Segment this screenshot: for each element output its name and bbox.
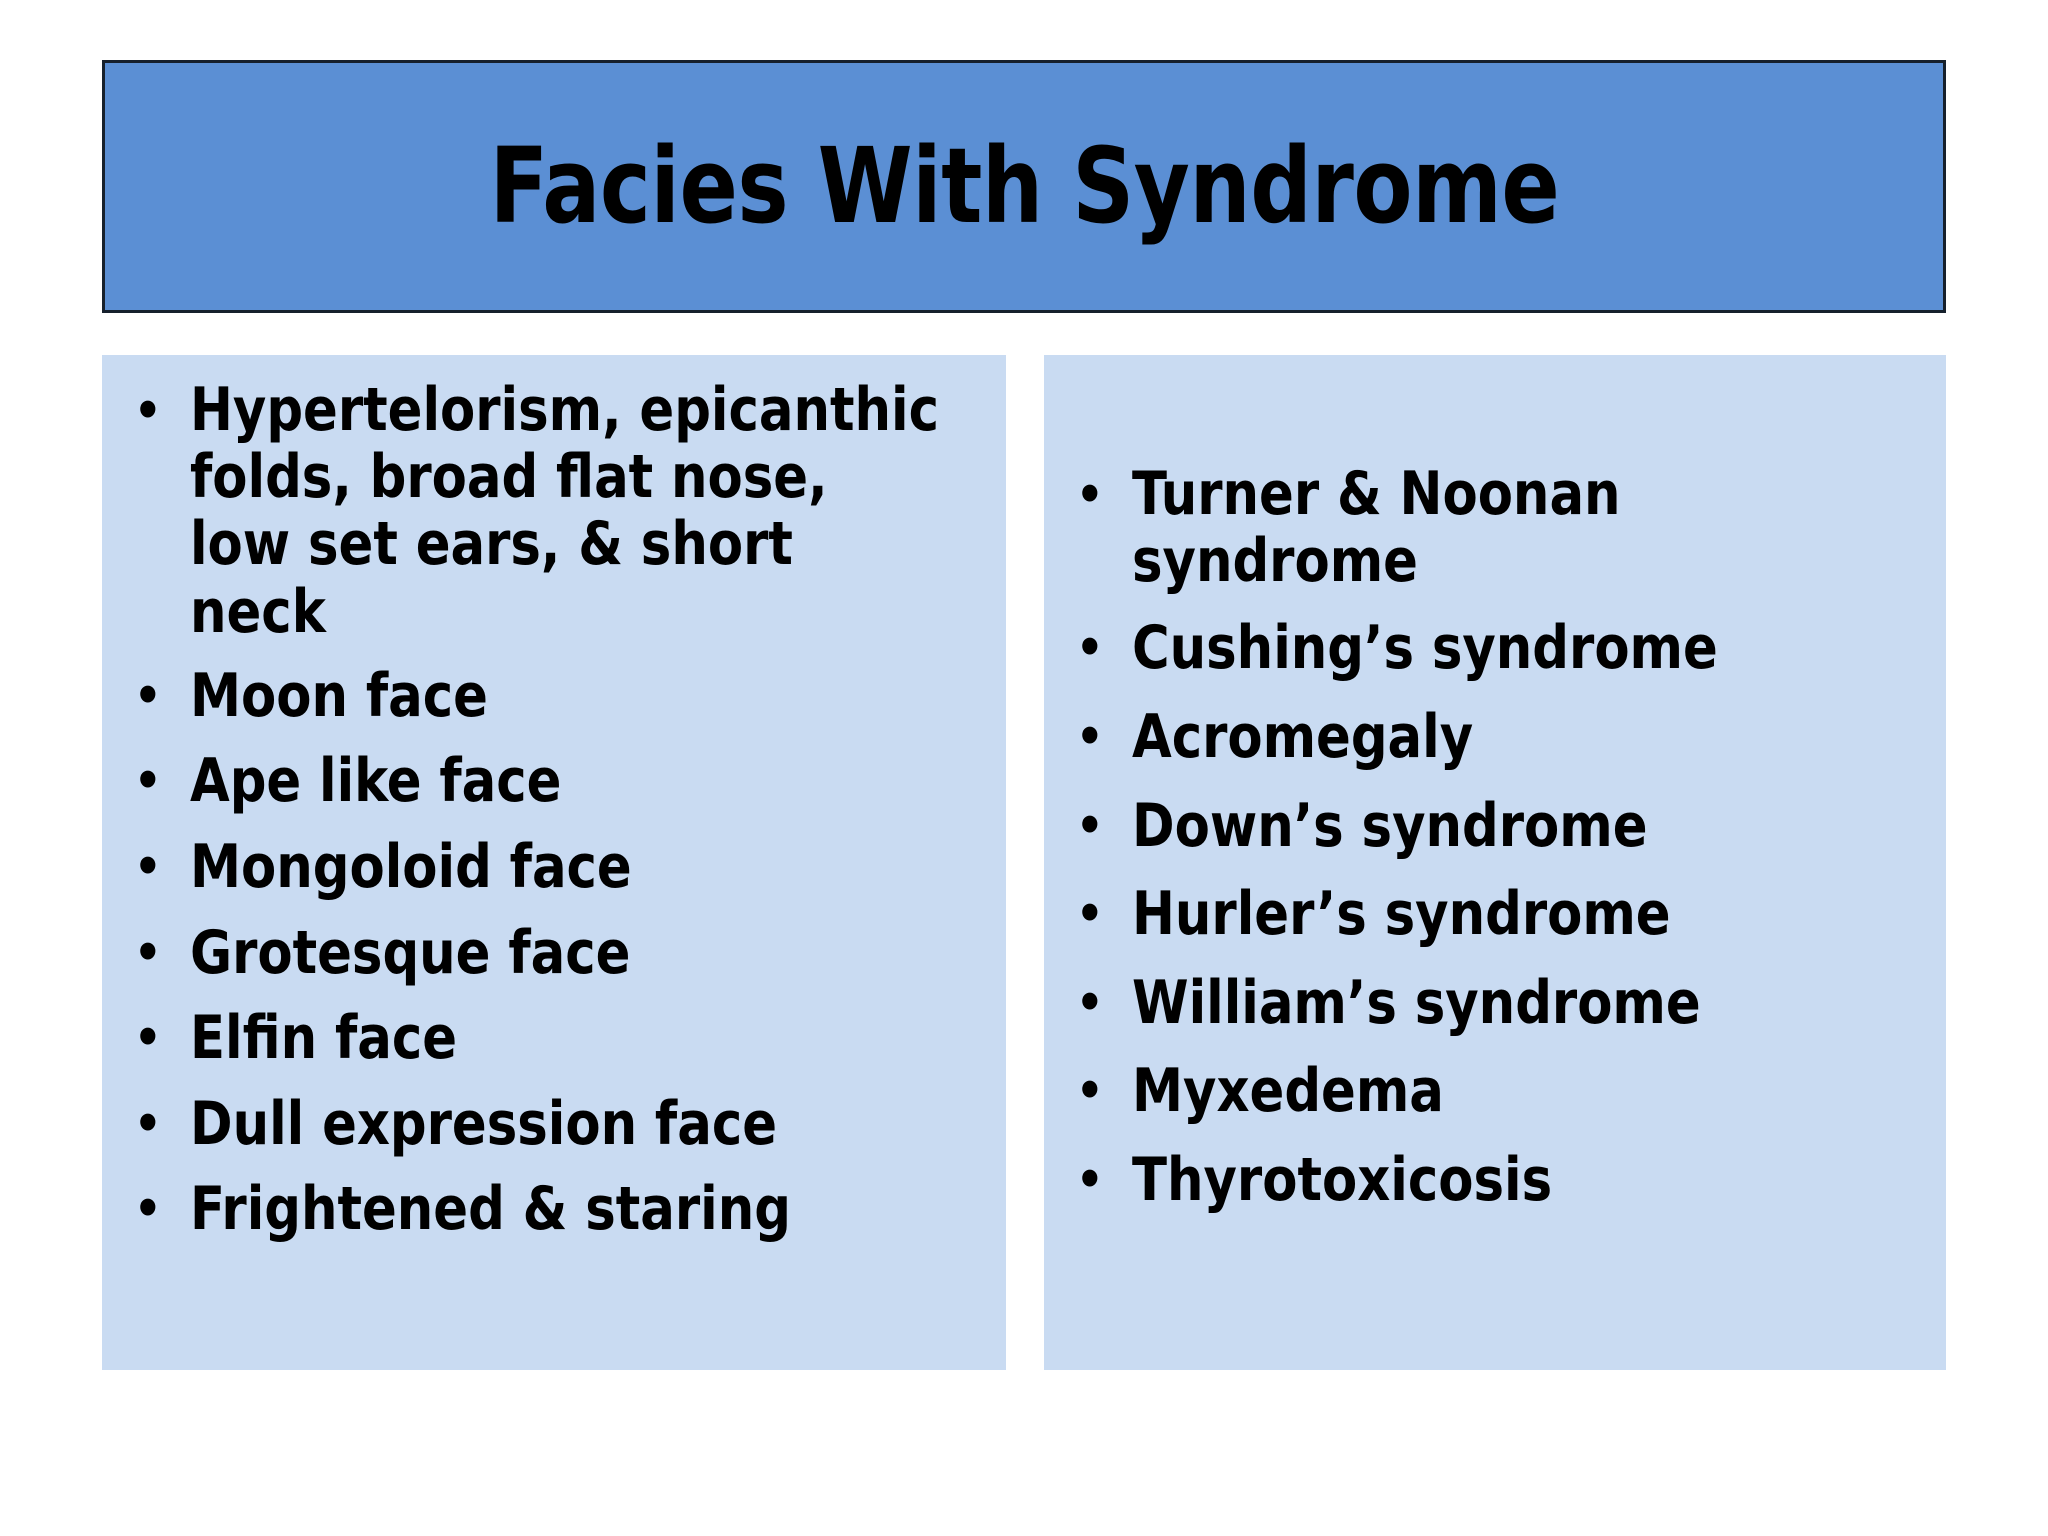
list-item: • Frightened & staring	[128, 1175, 980, 1245]
list-item: • Mongoloid face	[128, 831, 980, 903]
slide-title-box: Facies With Syndrome	[102, 60, 1946, 313]
list-item-label: Mongoloid face	[190, 831, 632, 902]
bullet-icon: •	[1076, 467, 1104, 523]
list-item: • Thyrotoxicosis	[1070, 1144, 1920, 1216]
list-item-label: Elfin face	[190, 1003, 458, 1074]
bullet-icon: •	[134, 1095, 162, 1152]
bullet-icon: •	[134, 838, 162, 895]
list-item: • Grotesque face	[128, 917, 980, 989]
bullet-icon: •	[134, 667, 162, 724]
bullet-icon: •	[134, 383, 162, 439]
left-content-panel: • Hypertelorism, epicanthic folds, broad…	[102, 355, 1006, 1370]
right-content-panel: • Turner & Noonan syndrome • Cushing’s s…	[1044, 355, 1946, 1370]
list-item-label: Dull expression face	[190, 1088, 778, 1159]
list-item-label: Grotesque face	[190, 917, 631, 988]
list-item: • Hypertelorism, epicanthic folds, broad…	[128, 375, 980, 647]
bullet-icon: •	[134, 753, 162, 810]
bullet-icon: •	[1076, 1151, 1104, 1208]
page-title: Facies With Syndrome	[489, 124, 1559, 247]
list-item-label: Hypertelorism, epicanthic folds, broad f…	[190, 375, 939, 647]
bullet-icon: •	[1076, 886, 1104, 943]
list-item: • Ape like face	[128, 747, 980, 817]
left-bullet-list: • Hypertelorism, epicanthic folds, broad…	[102, 355, 1006, 1245]
list-item-label: Turner & Noonan syndrome	[1132, 459, 1621, 597]
list-item-label: William’s syndrome	[1132, 967, 1701, 1038]
list-item-label: Frightened & staring	[190, 1174, 791, 1245]
bullet-icon: •	[1076, 620, 1104, 677]
bullet-icon: •	[1076, 797, 1104, 854]
bullet-icon: •	[134, 924, 162, 981]
list-item-label: Thyrotoxicosis	[1132, 1144, 1553, 1215]
list-item-label: Down’s syndrome	[1132, 790, 1648, 861]
bullet-icon: •	[1076, 1063, 1104, 1120]
list-item-label: Hurler’s syndrome	[1132, 879, 1671, 950]
bullet-icon: •	[1076, 974, 1104, 1031]
list-item-label: Acromegaly	[1132, 701, 1474, 772]
list-item-label: Ape like face	[190, 746, 562, 817]
bullet-icon: •	[134, 1010, 162, 1067]
list-item: • Hurler’s syndrome	[1070, 880, 1920, 950]
list-item: • William’s syndrome	[1070, 967, 1920, 1039]
list-item: • Moon face	[128, 660, 980, 732]
list-item: • Down’s syndrome	[1070, 790, 1920, 862]
list-item: • Cushing’s syndrome	[1070, 614, 1920, 684]
bullet-icon: •	[1076, 708, 1104, 765]
bullet-icon: •	[134, 1181, 162, 1238]
list-item: • Myxedema	[1070, 1057, 1920, 1127]
list-item-label: Myxedema	[1132, 1056, 1444, 1127]
list-item-label: Moon face	[190, 660, 488, 731]
list-item-label: Cushing’s syndrome	[1132, 613, 1718, 684]
right-bullet-list: • Turner & Noonan syndrome • Cushing’s s…	[1044, 459, 1946, 1216]
list-item: • Elfin face	[128, 1004, 980, 1074]
list-item: • Acromegaly	[1070, 701, 1920, 773]
list-item: • Turner & Noonan syndrome	[1070, 459, 1920, 597]
list-item: • Dull expression face	[128, 1088, 980, 1160]
